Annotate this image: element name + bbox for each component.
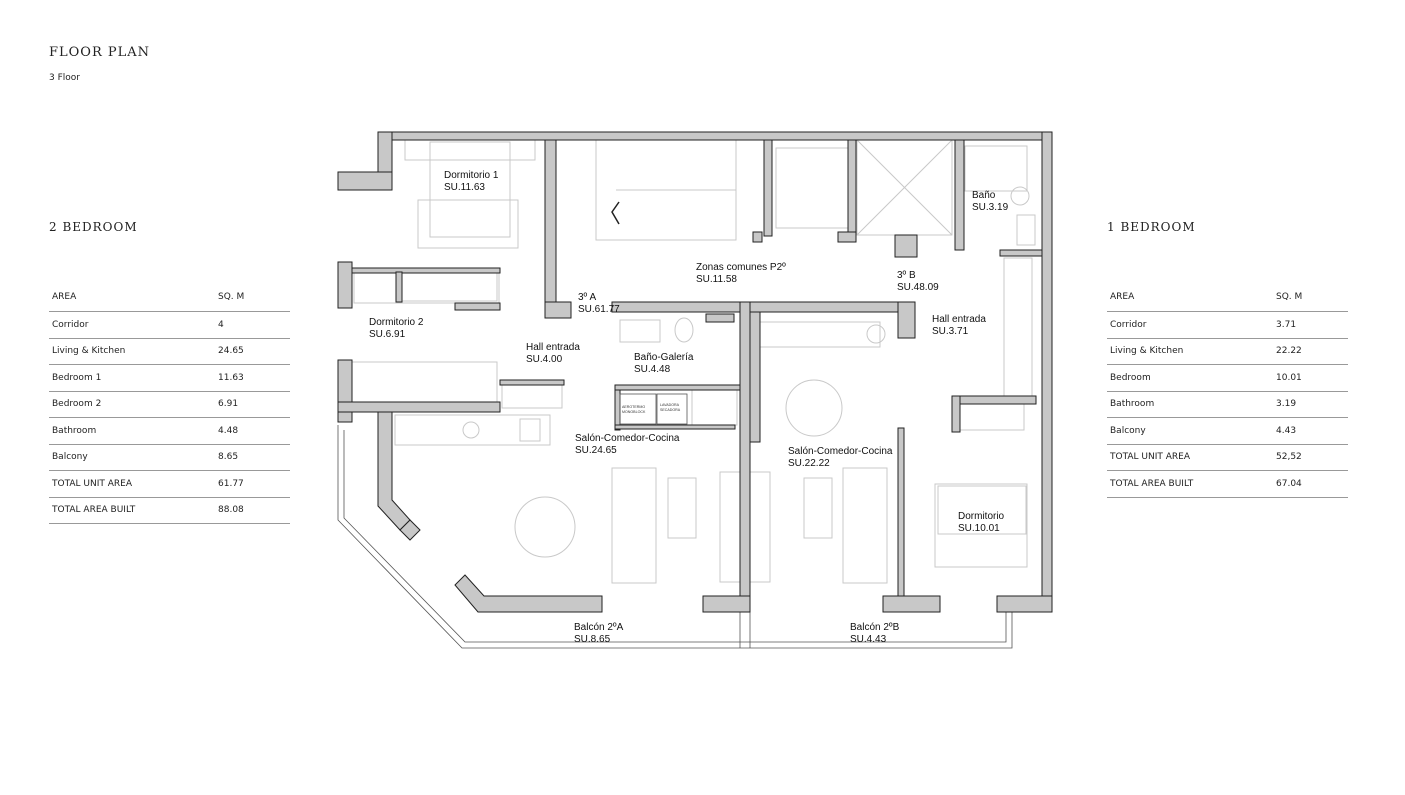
page-title: FLOOR PLAN (49, 45, 151, 60)
area-value: 67.04 (1273, 470, 1348, 498)
area-name: Bedroom 1 (49, 364, 215, 392)
room-name: Balcón 2ºB (850, 622, 900, 633)
appliance-label: LAVADORA (660, 403, 680, 407)
area-value: 4 (215, 311, 290, 339)
area-name: TOTAL UNIT AREA (49, 470, 215, 498)
area-name: TOTAL AREA BUILT (1107, 470, 1273, 498)
room-name: Balcón 2ºA (574, 622, 624, 633)
area-name: Bathroom (49, 417, 215, 445)
room-area: SU.10.01 (958, 523, 1000, 534)
room-name: Salón-Comedor-Cocina (575, 433, 680, 444)
room-area: SU.8.65 (574, 634, 611, 645)
area-name: TOTAL AREA BUILT (49, 497, 215, 524)
area-value: 3.71 (1273, 311, 1348, 339)
room-area: SU.24.65 (575, 445, 617, 456)
room-area: SU.61.77 (578, 304, 620, 315)
appliance-label: SECADORA (660, 408, 681, 412)
area-name: TOTAL UNIT AREA (1107, 444, 1273, 471)
area-value: 88.08 (215, 497, 290, 524)
room-area: SU.22.22 (788, 458, 830, 469)
unit-title-2-bedroom: 2 BEDROOM (49, 220, 138, 234)
area-value: 3.19 (1273, 391, 1348, 418)
area-value: 4.48 (215, 417, 290, 445)
column-header: AREA (49, 283, 215, 312)
room-area: SU.3.19 (972, 202, 1009, 213)
room-area: SU.48.09 (897, 282, 939, 293)
area-value: 61.77 (215, 470, 290, 498)
room-name: Baño-Galería (634, 352, 694, 363)
room-name: Zonas comunes P2º (696, 262, 786, 273)
room-area: SU.11.63 (444, 182, 485, 193)
walls (337, 131, 1053, 613)
area-value: 52,52 (1273, 444, 1348, 471)
room-area: SU.11.58 (696, 274, 737, 285)
area-value: 24.65 (215, 338, 290, 365)
column-header: SQ. M (1273, 283, 1348, 312)
unit-title-1-bedroom: 1 BEDROOM (1107, 220, 1196, 234)
area-name: Bedroom (1107, 364, 1273, 392)
room-area: SU.4.48 (634, 364, 671, 375)
appliance-label: MONOBLOCK (622, 410, 646, 414)
area-value: 11.63 (215, 364, 290, 392)
area-value: 8.65 (215, 444, 290, 471)
column-header: AREA (1107, 283, 1273, 312)
area-name: Bathroom (1107, 391, 1273, 418)
area-name: Balcony (49, 444, 215, 471)
area-name: Corridor (49, 311, 215, 339)
area-value: 4.43 (1273, 417, 1348, 445)
room-name: Hall entrada (932, 314, 986, 325)
area-name: Living & Kitchen (49, 338, 215, 365)
room-area: SU.4.00 (526, 354, 563, 365)
room-area: SU.3.71 (932, 326, 969, 337)
room-name: Dormitorio 1 (444, 170, 499, 181)
room-name: Salón-Comedor-Cocina (788, 446, 893, 457)
room-name: Baño (972, 190, 996, 201)
appliance-labels: AEROTERMO MONOBLOCK LAVADORA SECADORA (619, 393, 688, 425)
room-area: SU.4.43 (850, 634, 887, 645)
appliance-label: AEROTERMO (622, 405, 645, 409)
area-value: 6.91 (215, 391, 290, 418)
area-name: Corridor (1107, 311, 1273, 339)
area-name: Living & Kitchen (1107, 338, 1273, 365)
area-name: Bedroom 2 (49, 391, 215, 418)
room-area: SU.6.91 (369, 329, 406, 340)
column-header: SQ. M (215, 283, 290, 312)
room-name: Dormitorio (958, 511, 1005, 522)
furniture (351, 139, 1036, 584)
room-name: 3º A (578, 292, 596, 303)
room-name: Hall entrada (526, 342, 580, 353)
area-value: 22.22 (1273, 338, 1348, 365)
area-value: 10.01 (1273, 364, 1348, 392)
area-name: Balcony (1107, 417, 1273, 445)
room-name: Dormitorio 2 (369, 317, 424, 328)
room-name: 3º B (897, 270, 916, 281)
floor-subtitle: 3 Floor (49, 73, 80, 83)
balcony-outline (337, 425, 1013, 649)
